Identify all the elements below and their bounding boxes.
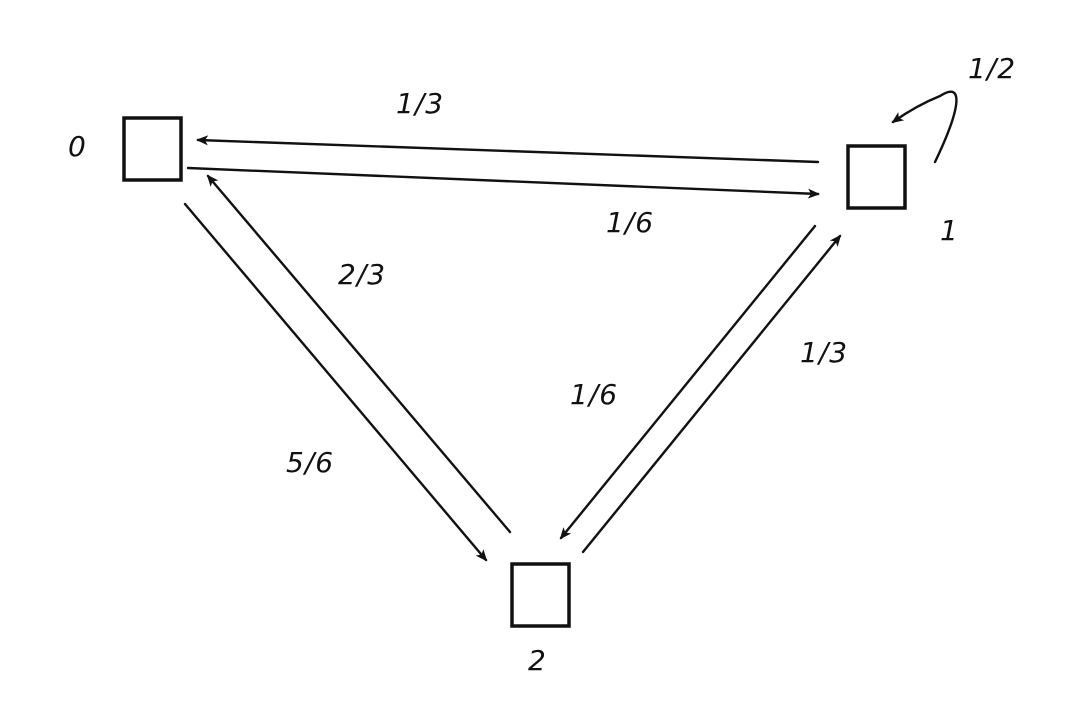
node-0-box [122,116,183,182]
edge-label-0-to-1: 1/6 [606,206,654,239]
node-1-label: 1 [940,214,958,247]
node-0-label: 0 [68,130,86,163]
edge-1-to-0 [196,135,820,164]
edge-1-to-2 [559,224,817,540]
edge-label-2-to-1: 1/3 [800,336,848,369]
edge-1-to-1-loop [891,90,958,164]
edge-label-1-to-1: 1/2 [968,52,1016,85]
edge-label-0-to-2: 5/6 [286,446,334,479]
nodes [122,116,907,628]
edge-2-to-0 [206,174,512,534]
edge-label-1-to-2: 1/6 [570,378,618,411]
node-2-label: 2 [528,644,546,677]
node-1-box [846,144,907,210]
edge-label-1-to-0: 1/3 [396,87,444,120]
edges [183,90,958,562]
edge-0-to-2 [183,202,488,562]
node-labels: 0 1 2 [68,130,958,677]
edge-label-2-to-0: 2/3 [338,258,386,291]
edge-2-to-1 [581,234,842,554]
edge-labels: 1/3 1/6 1/2 5/6 2/3 1/6 1/3 [286,52,1016,479]
edge-0-to-1 [186,166,820,199]
node-2-box [510,562,571,628]
